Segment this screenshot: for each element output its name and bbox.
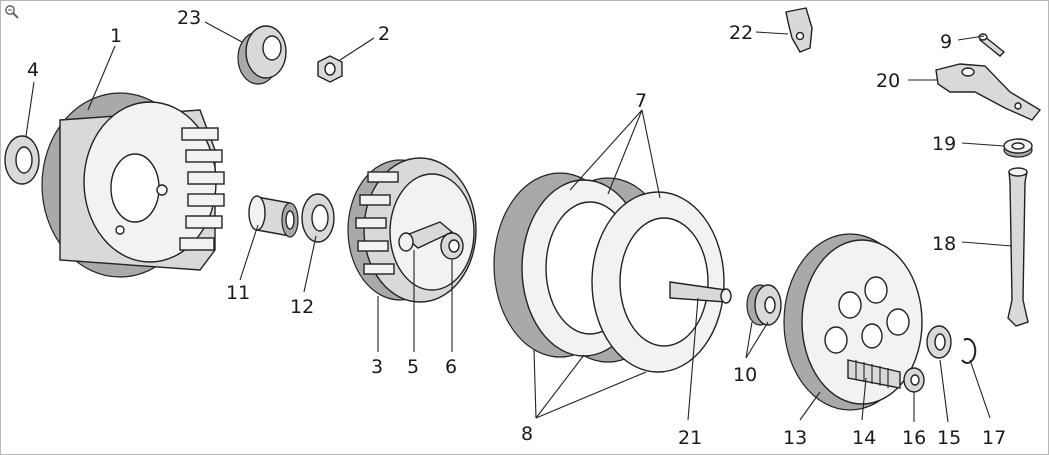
callout-10: 10 <box>733 364 757 386</box>
zoom-icon[interactable] <box>4 4 20 20</box>
part-22-bracket[interactable] <box>785 7 813 53</box>
part-19-seal[interactable] <box>1003 138 1033 158</box>
part-9-screw[interactable] <box>978 33 1006 57</box>
part-7-steel-plates[interactable] <box>521 179 725 373</box>
callout-4: 4 <box>27 59 39 81</box>
callout-23: 23 <box>177 7 201 29</box>
callout-19: 19 <box>932 133 956 155</box>
leader-lines <box>25 21 1013 423</box>
callout-labels: 1 2 3 4 5 6 7 8 9 10 11 12 13 14 15 16 1… <box>27 7 1006 449</box>
part-1-clutch-basket[interactable] <box>41 92 225 278</box>
callout-12: 12 <box>290 296 314 318</box>
part-5-shaft[interactable] <box>398 221 454 252</box>
callout-17: 17 <box>982 427 1006 449</box>
callout-18: 18 <box>932 233 956 255</box>
part-13-pressure-plate[interactable] <box>783 233 923 411</box>
part-2-nut[interactable] <box>317 55 343 83</box>
part-10-bearing[interactable] <box>746 284 782 326</box>
part-11-bushing[interactable] <box>248 195 299 238</box>
callout-5: 5 <box>407 356 419 378</box>
callout-1: 1 <box>110 25 122 47</box>
part-6-nut[interactable] <box>440 232 464 260</box>
callout-20: 20 <box>876 70 900 92</box>
callout-14: 14 <box>852 427 876 449</box>
callout-22: 22 <box>729 22 753 44</box>
callout-3: 3 <box>371 356 383 378</box>
part-18-push-rod[interactable] <box>1007 167 1029 327</box>
callout-11: 11 <box>226 282 250 304</box>
part-15-washer[interactable] <box>926 325 952 359</box>
callout-13: 13 <box>783 427 807 449</box>
callout-6: 6 <box>445 356 457 378</box>
callout-15: 15 <box>937 427 961 449</box>
part-14-spring[interactable] <box>847 359 901 389</box>
part-20-lever[interactable] <box>935 63 1042 121</box>
part-3-clutch-hub[interactable] <box>347 157 477 303</box>
part-12-washer[interactable] <box>301 193 335 243</box>
callout-16: 16 <box>902 427 926 449</box>
part-21-pressure-shaft[interactable] <box>669 281 732 304</box>
callout-2: 2 <box>378 23 390 45</box>
part-17-circlip[interactable] <box>961 337 977 364</box>
part-16-screw[interactable] <box>903 367 925 393</box>
part-23-gear[interactable] <box>237 25 287 85</box>
callout-7: 7 <box>635 90 647 112</box>
callout-9: 9 <box>940 31 952 53</box>
callout-21: 21 <box>678 427 702 449</box>
callout-8: 8 <box>521 423 533 445</box>
part-4-washer[interactable] <box>4 135 40 185</box>
